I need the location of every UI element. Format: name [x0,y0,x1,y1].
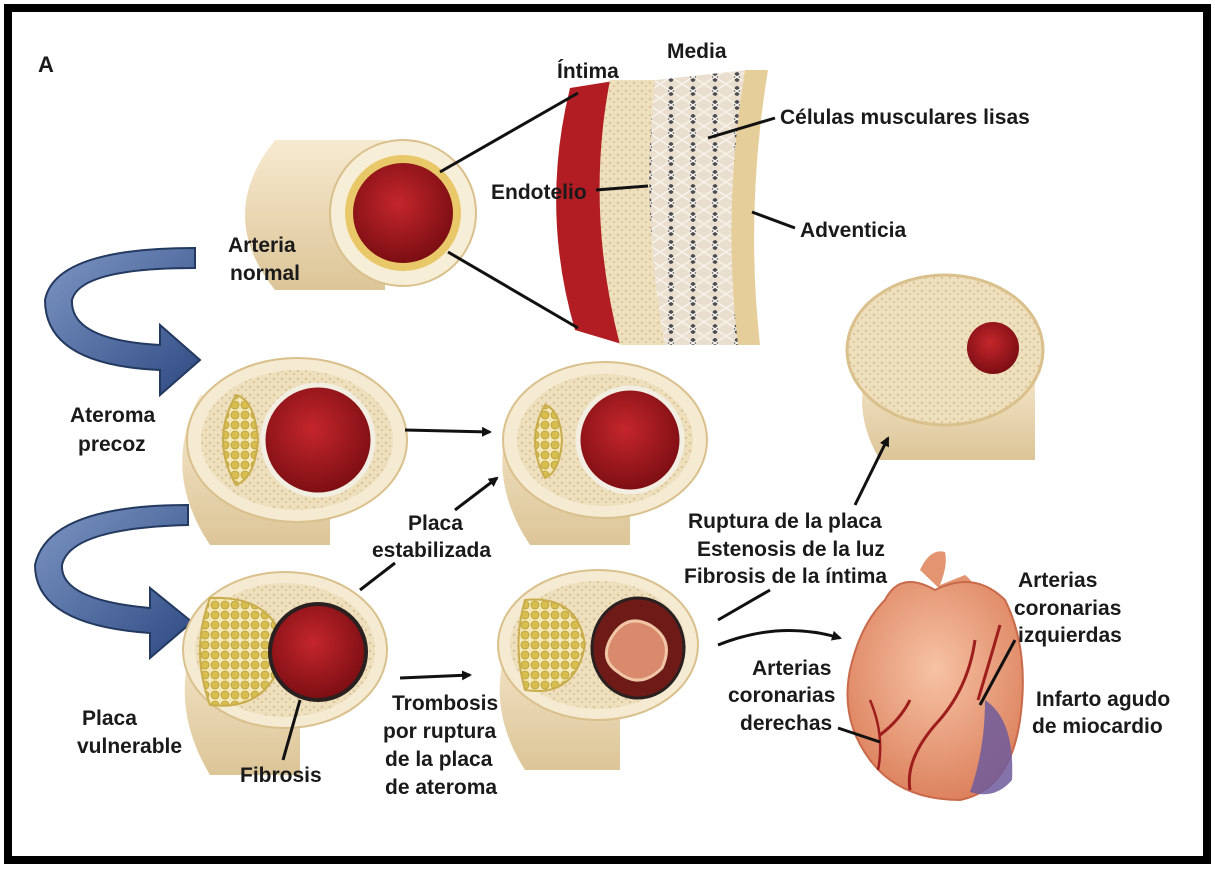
label-trombosis-1: Trombosis [392,692,498,715]
label-placa-vulnerable-2: vulnerable [77,735,182,758]
label-infarto-2: de miocardio [1032,715,1163,738]
label-arteria-normal-2: normal [230,262,300,285]
label-intima: Íntima [557,60,619,83]
label-ateroma-precoz-2: precoz [78,433,146,456]
label-arterias-derechas-1: Arterias [752,657,831,680]
label-arterias-izquierdas-1: Arterias [1018,569,1097,592]
label-placa-vulnerable-1: Placa [82,707,137,730]
label-arterias-derechas-2: coronarias [728,684,835,707]
label-trombosis-2: por ruptura [383,720,496,743]
label-placa-estabilizada-2: estabilizada [372,539,491,562]
label-arterias-izquierdas-3: izquierdas [1018,624,1122,647]
label-adventicia: Adventicia [800,219,907,242]
label-media: Media [667,40,727,63]
label-trombosis-3: de la placa [385,748,493,771]
label-trombosis-4: de ateroma [385,776,497,799]
label-arterias-derechas-3: derechas [740,712,832,735]
label-ruptura-1: Ruptura de la placa [688,510,882,533]
label-ateroma-precoz-1: Ateroma [70,404,156,427]
label-fibrosis: Fibrosis [240,764,322,787]
stenosed-artery [847,275,1043,460]
label-placa-estabilizada-1: Placa [408,512,463,535]
panel-letter: A [38,52,54,77]
label-ruptura-3: Fibrosis de la íntima [684,565,887,588]
label-arterias-izquierdas-2: coronarias [1014,597,1121,620]
label-celulas-musculares: Células musculares lisas [780,106,1030,129]
label-ruptura-2: Estenosis de la luz [697,538,885,561]
arrow-to-stabilized [405,430,490,432]
wall-section-enlarged [556,70,768,345]
label-infarto-1: Infarto agudo [1036,688,1170,711]
label-arteria-normal-1: Arteria [228,234,296,257]
label-endotelio: Endotelio [491,181,587,204]
normal-artery-lumen [353,163,453,263]
